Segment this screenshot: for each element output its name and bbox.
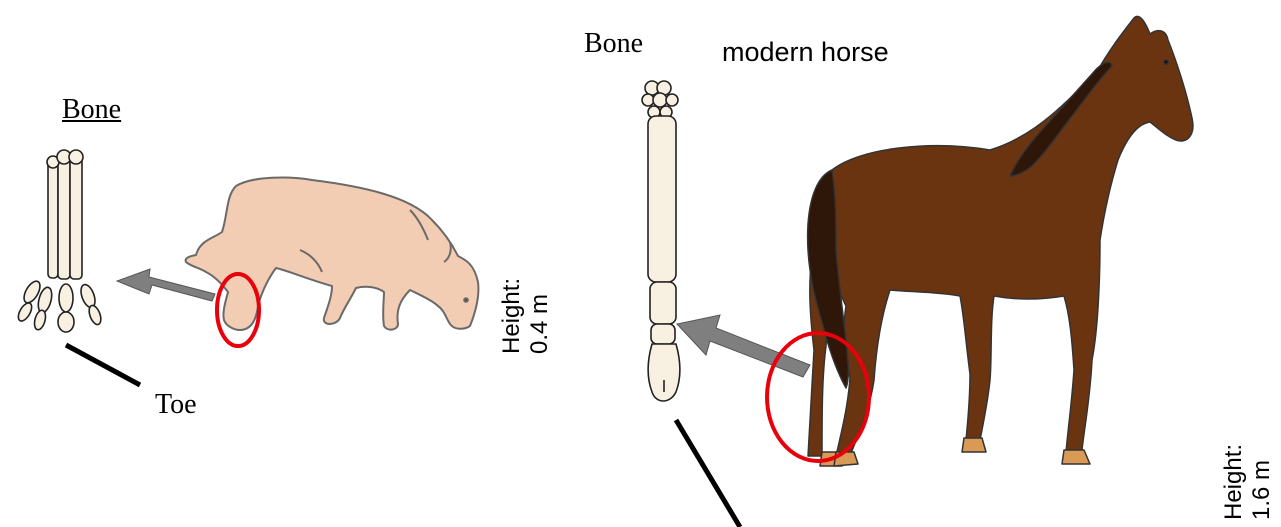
modern-horse-foot-bone bbox=[642, 81, 680, 401]
arrow-right-icon bbox=[677, 315, 810, 377]
bone-label-left: Bone bbox=[62, 96, 121, 124]
bone-label-right: Bone bbox=[584, 30, 643, 58]
toe-pointer-line bbox=[66, 345, 140, 385]
height-large-title: Height: bbox=[1220, 444, 1248, 520]
early-horse-illustration bbox=[186, 178, 479, 330]
hoof-pointer-line bbox=[676, 420, 740, 527]
modern-horse-illustration bbox=[808, 16, 1193, 466]
early-horse-foot-bone bbox=[16, 150, 103, 332]
height-label-small: Height: 0.4 m bbox=[498, 278, 554, 354]
height-small-value: 0.4 m bbox=[526, 278, 554, 354]
height-small-title: Height: bbox=[498, 278, 526, 354]
toe-label: Toe bbox=[155, 391, 197, 419]
height-large-value: 1.6 m bbox=[1248, 444, 1276, 520]
modern-horse-label: modern horse bbox=[722, 37, 889, 68]
arrow-left-icon bbox=[117, 269, 215, 301]
height-label-large: Height: 1.6 m bbox=[1220, 444, 1276, 520]
